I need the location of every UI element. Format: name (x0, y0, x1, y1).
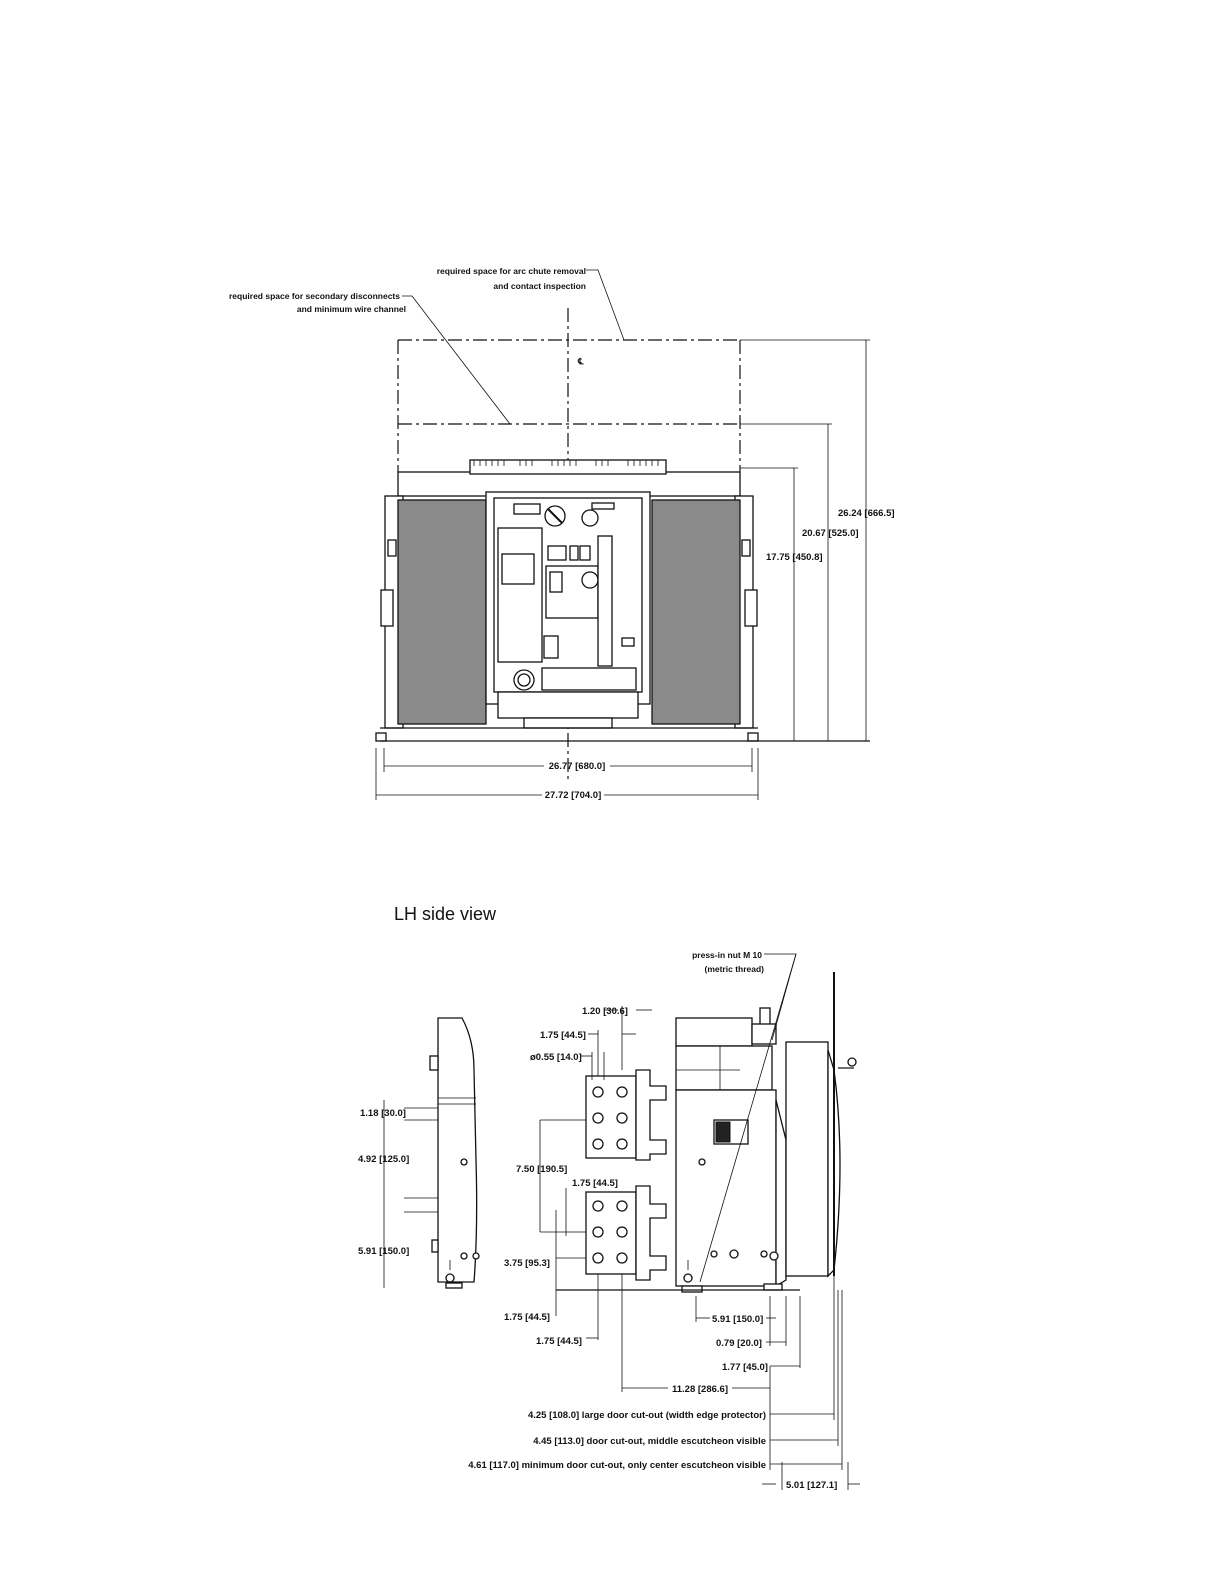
press-nut-note-1: press-in nut M 10 (692, 950, 762, 960)
breaker-front (375, 459, 870, 742)
front-vertical-dims (740, 339, 870, 741)
dim-1-75-c: 1.75 [44.5] (504, 1312, 550, 1323)
close-button (549, 571, 563, 593)
top-dim-lines (539, 1006, 652, 1392)
left-side-cover (397, 499, 487, 725)
dim-1-18: 1.18 [30.0] (360, 1108, 406, 1119)
dim-4-92: 4.92 [125.0] (358, 1154, 409, 1165)
bottom-dim-lines (622, 1276, 860, 1490)
dim-1-20: 1.20 [30.6] (582, 1006, 628, 1017)
arc-chute-note-2: and contact inspection (493, 281, 586, 291)
dim-4-45: 4.45 [113.0] door cut-out, middle escutc… (533, 1436, 766, 1447)
breaker-side (556, 972, 857, 1293)
dim-4-61: 4.61 [117.0] minimum door cut-out, only … (468, 1460, 766, 1471)
secondary-note-2: and minimum wire channel (297, 304, 406, 314)
dim-7-50: 7.50 [190.5] (516, 1164, 567, 1175)
open-button (581, 571, 599, 589)
dim-width-inner: 26.77 [680.0] (549, 761, 606, 772)
dim-1-75-b: 1.75 [44.5] (572, 1178, 618, 1189)
press-nut-note-2: (metric thread) (704, 964, 764, 974)
dim-height-total: 26.24 [666.5] (838, 508, 895, 519)
upper-terminal (585, 1069, 667, 1161)
arc-chute-leader (586, 269, 625, 341)
dim-width-outer: 27.72 [704.0] (545, 790, 602, 801)
front-horizontal-dims (375, 748, 759, 800)
dim-height-mid: 20.67 [525.0] (802, 528, 859, 539)
secondary-leader (402, 295, 511, 425)
front-view: ℄ required space for arc chute removal a… (229, 266, 895, 801)
dim-4-25: 4.25 [108.0] large door cut-out (width e… (528, 1410, 766, 1421)
trip-unit (497, 527, 543, 663)
centerline-symbol: ℄ (577, 356, 584, 366)
dim-height-body: 17.75 [450.8] (766, 552, 823, 563)
secondary-note-1: required space for secondary disconnects (229, 291, 400, 301)
arc-chute-note-1: required space for arc chute removal (437, 266, 586, 276)
lower-terminal (585, 1185, 667, 1281)
side-view: 1.18 [30.0] 4.92 [125.0] 5.91 [150.0] (358, 950, 860, 1491)
dim-1-75-d: 1.75 [44.5] (536, 1336, 582, 1347)
dim-5-91-right: 5.91 [150.0] (712, 1314, 763, 1325)
dim-5-01: 5.01 [127.1] (786, 1480, 837, 1491)
press-nut-leader-2 (771, 953, 797, 1041)
dim-5-91-left: 5.91 [150.0] (358, 1246, 409, 1257)
door-escutcheon (785, 1041, 829, 1277)
right-side-cover (651, 499, 741, 725)
dim-1-75-a: 1.75 [44.5] (540, 1030, 586, 1041)
side-view-title: LH side view (394, 904, 497, 924)
arc-chute-fins (473, 460, 659, 466)
dim-3-75: 3.75 [95.3] (504, 1258, 550, 1269)
dim-dia: ø0.55 [14.0] (530, 1052, 582, 1063)
left-profile (404, 1017, 480, 1289)
racking-handle (597, 535, 613, 667)
dim-0-79: 0.79 [20.0] (716, 1338, 762, 1349)
dim-11-28: 11.28 [286.6] (672, 1384, 728, 1395)
dim-1-77: 1.77 [45.0] (722, 1362, 768, 1373)
